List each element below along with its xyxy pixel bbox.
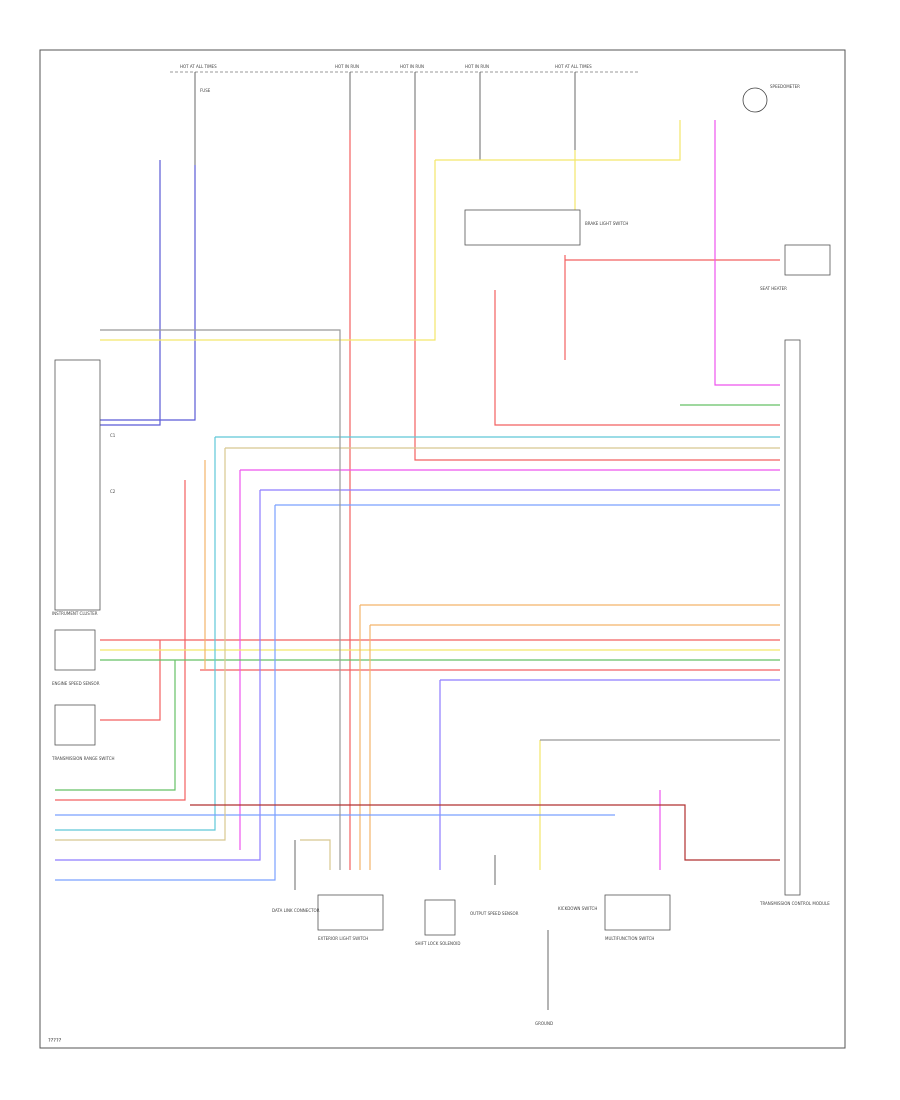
label-fuse: FUSE	[200, 88, 211, 93]
transmission-range-switch-box	[54, 704, 96, 746]
wire-red-3	[494, 290, 780, 426]
label-output-speed-sensor: OUTPUT SPEED SENSOR	[470, 911, 519, 916]
engine-speed-sensor-box	[54, 629, 96, 671]
wire-green-2	[55, 660, 176, 791]
connector-label-c1: C1	[110, 433, 116, 438]
shift-lock-solenoid-box	[424, 899, 456, 936]
wire-ltblue-2	[55, 505, 276, 881]
label-tcm: TRANSMISSION CONTROL MODULE	[759, 901, 830, 906]
fuse-group	[194, 72, 576, 165]
wire-yellow-1	[100, 160, 436, 341]
wire-tan-3	[300, 839, 331, 870]
speedometer-circle	[742, 87, 768, 113]
top-label-1: HOT AT ALL TIMES	[180, 64, 217, 69]
wire-yellow-2	[435, 120, 681, 161]
label-transmission-range-switch: TRANSMISSION RANGE SWITCH	[51, 756, 115, 761]
top-label-5: HOT AT ALL TIMES	[555, 64, 592, 69]
multifunction-switch-box	[604, 894, 671, 931]
label-multifunction-switch: MULTIFUNCTION SWITCH	[605, 936, 654, 941]
label-instrument-cluster: INSTRUMENT CLUSTER	[52, 611, 98, 616]
wire-red-2	[414, 130, 780, 461]
label-brake-light-switch: BRAKE LIGHT SWITCH	[585, 221, 628, 226]
wire-blue-b	[100, 165, 196, 421]
wire-red-8	[55, 480, 186, 801]
wire-red-7	[100, 640, 161, 721]
connector-label-c2: C2	[110, 489, 116, 494]
wire-cyan-2	[55, 437, 216, 831]
label-seat-heater: SEAT HEATER	[760, 286, 787, 291]
wire-blue-a	[100, 160, 161, 426]
label-kickdown-switch: KICKDOWN SWITCH	[558, 906, 597, 911]
instrument-cluster-box	[54, 359, 101, 611]
top-label-3: HOT IN RUN	[400, 64, 424, 69]
wire-tan-2	[55, 448, 226, 841]
wire-violet-2	[55, 490, 261, 861]
component-group	[54, 87, 831, 936]
diagram-code: ?????	[48, 1038, 62, 1044]
label-data-link-connector: DATA LINK CONNECTOR	[272, 908, 320, 913]
ground-group	[294, 840, 549, 1010]
wire-darkred-1	[190, 804, 780, 861]
label-ground: GROUND	[535, 1021, 553, 1026]
wire-pink-1	[714, 120, 780, 386]
relay-box	[464, 209, 581, 246]
seat-heater-box	[784, 244, 831, 276]
exterior-light-switch-box	[317, 894, 384, 931]
diagram-frame	[39, 49, 846, 1049]
label-shift-lock-solenoid: SHIFT LOCK SOLENOID	[415, 941, 460, 946]
wire-group	[55, 120, 780, 881]
label-exterior-light-switch: EXTERIOR LIGHT SWITCH	[318, 936, 368, 941]
label-speedometer: SPEEDOMETER	[770, 84, 800, 89]
top-label-4: HOT IN RUN	[465, 64, 489, 69]
transmission-control-module-box	[784, 339, 801, 896]
wire-gray-1	[100, 329, 341, 870]
label-engine-speed-sensor: ENGINE SPEED SENSOR	[52, 681, 100, 686]
top-label-2: HOT IN RUN	[335, 64, 359, 69]
